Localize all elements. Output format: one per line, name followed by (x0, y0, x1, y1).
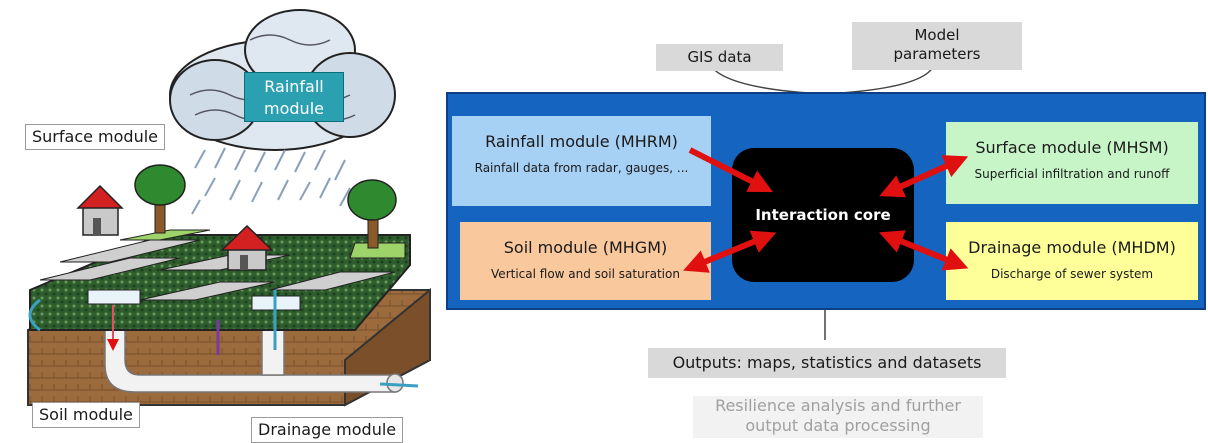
drainage-module-label: Drainage module (251, 417, 404, 443)
surface-module-title: Surface module (MHSM) (975, 138, 1169, 157)
tree-icon (347, 179, 397, 249)
house-icon (76, 184, 124, 236)
surface-module-subtitle: Superficial infiltration and runoff (974, 167, 1170, 181)
surface-module-box: Surface module (MHSM) Superficial infilt… (946, 122, 1198, 204)
rainfall-to-core-arrow (688, 147, 774, 193)
rainfall-module-subtitle: Rainfall data from radar, gauges, ... (474, 161, 689, 175)
gis-data-input: GIS data (656, 44, 783, 71)
rainfall-module-title: Rainfall module (MHRM) (485, 132, 678, 151)
tree-icon (134, 164, 186, 234)
drainage-core-arrow (879, 230, 969, 271)
rainfall-module-box: Rainfall module (MHRM) Rainfall data fro… (452, 116, 711, 206)
drainage-module-title: Drainage module (MHDM) (968, 238, 1176, 257)
discharge-arrow (379, 382, 419, 388)
model-parameters-input: Model parameters (852, 22, 1022, 70)
surface-core-arrow (879, 155, 969, 198)
drainage-module-box: Drainage module (MHDM) Discharge of sewe… (946, 222, 1198, 300)
drainage-module-subtitle: Discharge of sewer system (990, 267, 1154, 281)
soil-module-title: Soil module (MHGM) (503, 238, 668, 257)
rain-icon (191, 147, 351, 215)
surface-module-label: Surface module (25, 124, 165, 150)
rainfall-module-label: Rainfall module (244, 72, 344, 122)
further-processing-box: Resilience analysis and further output d… (693, 396, 983, 438)
house-icon (220, 224, 274, 271)
soil-core-arrow (683, 230, 777, 273)
soil-module-label: Soil module (32, 402, 140, 428)
outputs-box: Outputs: maps, statistics and datasets (648, 348, 1006, 378)
soil-module-subtitle: Vertical flow and soil saturation (491, 267, 680, 281)
soil-module-box: Soil module (MHGM) Vertical flow and soi… (460, 222, 711, 300)
runoff-arrow (28, 298, 41, 332)
